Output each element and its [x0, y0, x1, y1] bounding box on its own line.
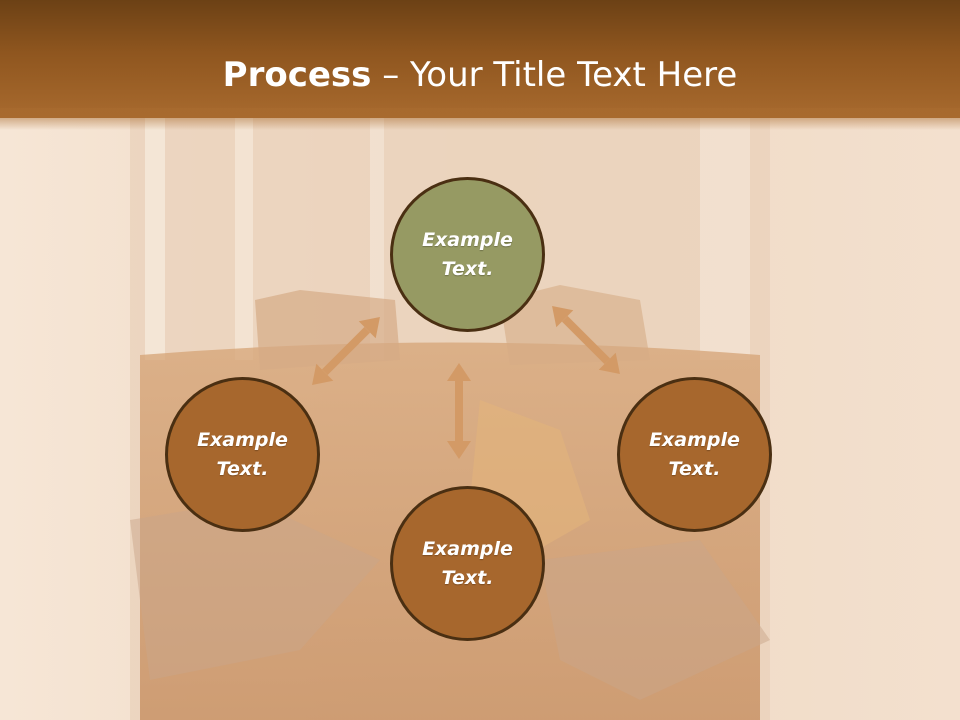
- title-bar-fade: [0, 108, 960, 130]
- arrow-top-left: [312, 317, 380, 385]
- slide-title: Process – Your Title Text Here: [0, 50, 960, 100]
- process-node-left: Example Text.: [165, 377, 320, 532]
- arrow-center-vertical: [447, 363, 471, 459]
- process-node-left-label: Example Text.: [197, 428, 288, 480]
- process-node-bottom-label: Example Text.: [422, 537, 513, 589]
- title-bold-part: Process: [222, 55, 372, 95]
- title-bar: [0, 0, 960, 118]
- process-node-bottom: Example Text.: [390, 486, 545, 641]
- title-separator: –: [371, 55, 411, 95]
- process-node-right: Example Text.: [617, 377, 772, 532]
- process-node-right-label: Example Text.: [649, 428, 740, 480]
- arrow-top-right: [552, 306, 620, 374]
- process-node-top-label: Example Text.: [422, 228, 513, 280]
- process-node-top: Example Text.: [390, 177, 545, 332]
- title-rest: Your Title Text Here: [410, 55, 738, 95]
